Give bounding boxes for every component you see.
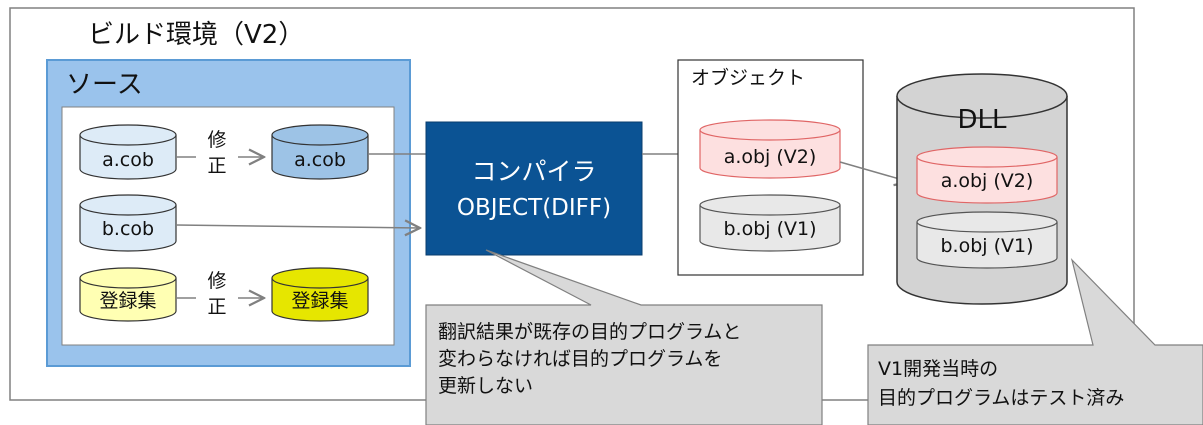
a-obj-v2-label: a.obj (V2) (724, 146, 817, 168)
b-cob-to-compiler-arrow (175, 225, 420, 228)
modify-label-1a: 修 (207, 129, 226, 151)
compiler-option-label: OBJECT(DIFF) (457, 195, 611, 221)
callout-compiler-line-2: 変わらなければ目的プログラムを (438, 348, 722, 370)
dll-title: DLL (958, 105, 1008, 135)
source-title: ソース (66, 70, 143, 100)
dll-a-obj-v2-label: a.obj (V2) (941, 170, 1034, 192)
callout-compiler-line-3: 更新しない (438, 375, 533, 397)
b-cob-label: b.cob (102, 218, 154, 240)
source-file-b-cob: b.cob (79, 194, 177, 252)
a-cob-modified-label: a.cob (294, 149, 346, 171)
modify-arrow-1: 修 正 (176, 129, 264, 177)
modify-label-1b: 正 (207, 155, 226, 177)
build-environment-title: ビルド環境（V2） (88, 20, 304, 50)
copybook-original-label: 登録集 (99, 290, 156, 312)
b-obj-v1-label: b.obj (V1) (723, 218, 816, 240)
modify-label-2b: 正 (207, 296, 226, 318)
dll-b-obj-v1: b.obj (V1) (916, 211, 1058, 269)
dll-b-obj-v1-label: b.obj (V1) (940, 235, 1033, 257)
copybook-modified: 登録集 (271, 267, 369, 322)
modify-label-2a: 修 (207, 270, 226, 292)
compiler-label: コンパイラ (471, 157, 596, 186)
callout-dll-line-1: V1開発当時の (878, 358, 998, 380)
callout-dll-line-2: 目的プログラムはテスト済み (878, 387, 1124, 409)
source-file-a-cob-modified: a.cob (271, 124, 369, 180)
source-file-a-cob-original: a.cob (79, 124, 177, 180)
object-b-obj-v1: b.obj (V1) (699, 194, 841, 252)
copybook-original: 登録集 (79, 267, 177, 322)
object-folder-title: オブジェクト (691, 66, 805, 89)
modify-arrow-2: 修 正 (176, 270, 264, 318)
callout-dll-note: V1開発当時の 目的プログラムはテスト済み (867, 258, 1203, 425)
callout-compiler-note: 翻訳結果が既存の目的プログラムと 変わらなければ目的プログラムを 更新しない (425, 249, 823, 425)
object-a-obj-v2: a.obj (V2) (699, 119, 841, 179)
compiler-box: コンパイラ OBJECT(DIFF) (425, 121, 643, 256)
callout-compiler-line-1: 翻訳結果が既存の目的プログラムと (438, 321, 741, 343)
a-cob-original-label: a.cob (102, 149, 154, 171)
dll-a-obj-v2: a.obj (V2) (916, 146, 1058, 204)
copybook-modified-label: 登録集 (291, 290, 348, 312)
